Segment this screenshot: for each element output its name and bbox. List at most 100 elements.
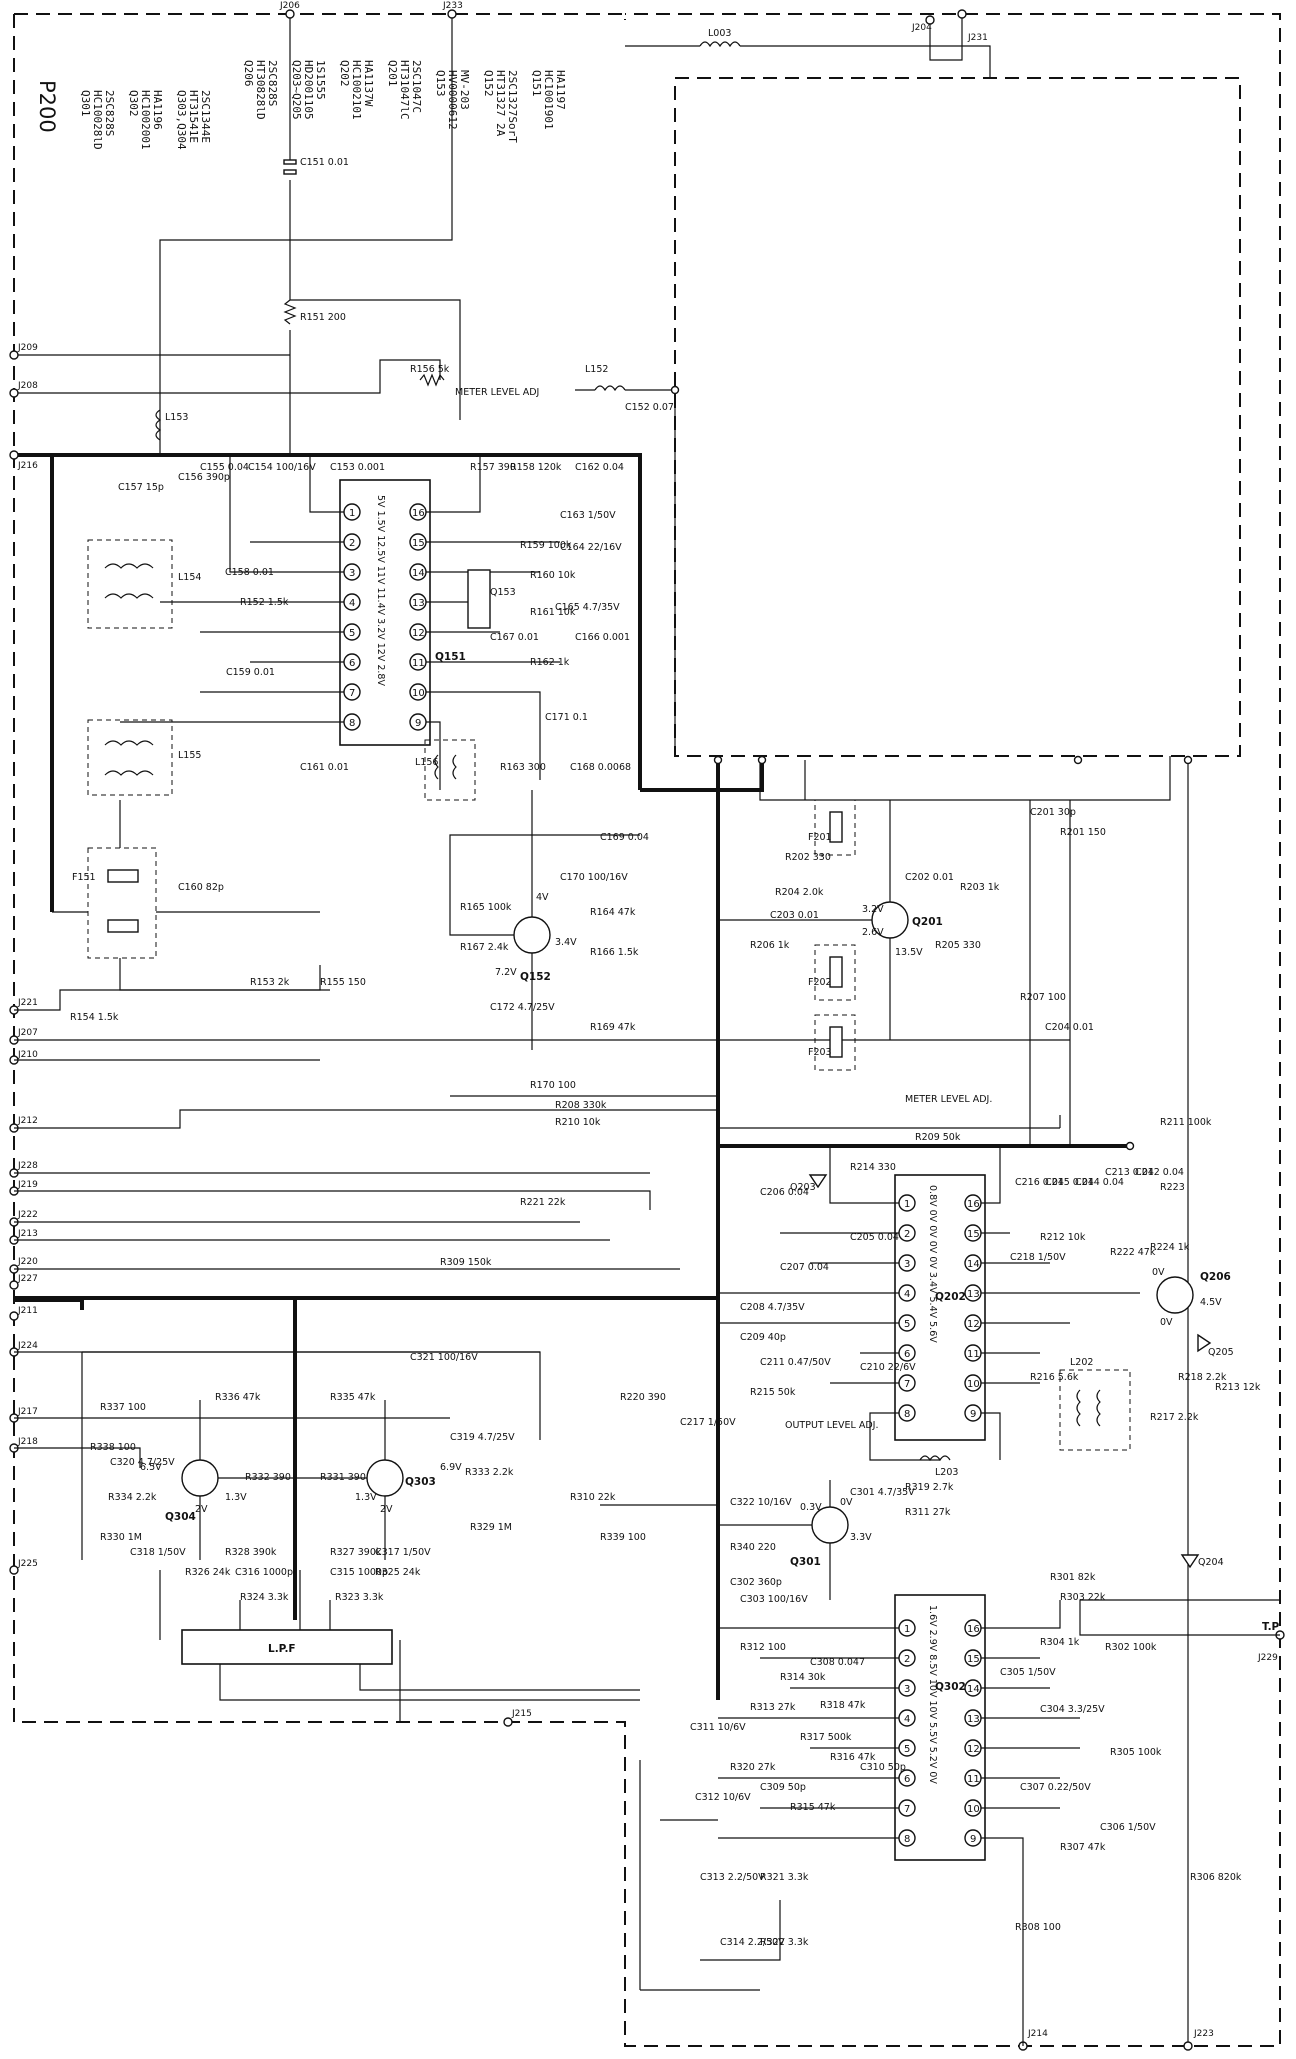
svg-text:C206 0.04: C206 0.04 bbox=[760, 1187, 809, 1198]
svg-text:Q303: Q303 bbox=[405, 1476, 436, 1488]
q302-pins-right: 16 15 14 13 12 11 10 9 bbox=[964, 1619, 982, 1847]
svg-text:4: 4 bbox=[349, 598, 355, 609]
svg-text:13: 13 bbox=[967, 1714, 980, 1725]
part-name: Q152 bbox=[482, 70, 495, 97]
svg-text:Q205: Q205 bbox=[1208, 1347, 1234, 1358]
inductor-l153 bbox=[155, 409, 162, 441]
part-name: Q302 bbox=[127, 90, 140, 117]
svg-text:R336 47k: R336 47k bbox=[215, 1392, 261, 1403]
svg-text:C160 82p: C160 82p bbox=[178, 882, 224, 893]
svg-text:R311 27k: R311 27k bbox=[905, 1507, 951, 1518]
svg-text:R166 1.5k: R166 1.5k bbox=[590, 947, 639, 958]
svg-text:J213: J213 bbox=[17, 1229, 38, 1239]
transistor-q152 bbox=[513, 916, 551, 954]
part-type: 2SC1327SorT bbox=[506, 70, 519, 143]
svg-text:R335 47k: R335 47k bbox=[330, 1392, 376, 1403]
svg-text:C201 30p: C201 30p bbox=[1030, 807, 1076, 818]
svg-text:J206: J206 bbox=[279, 1, 300, 11]
svg-text:Q203: Q203 bbox=[790, 1182, 816, 1193]
part-type: MV-203 bbox=[458, 70, 471, 110]
svg-text:J210: J210 bbox=[17, 1050, 38, 1060]
filter-f201 bbox=[814, 799, 856, 856]
svg-text:C320 4.7/25V: C320 4.7/25V bbox=[110, 1457, 175, 1468]
svg-text:15: 15 bbox=[967, 1654, 980, 1665]
svg-text:C203 0.01: C203 0.01 bbox=[770, 910, 819, 921]
svg-text:C322 10/16V: C322 10/16V bbox=[730, 1497, 792, 1508]
part-type: HA1137W bbox=[362, 60, 375, 107]
svg-text:13: 13 bbox=[967, 1289, 980, 1300]
ic-voltages: 0.8V 0V 0V 0V 0V 3.4V 5.4V 5.6V bbox=[927, 1185, 938, 1343]
svg-text:R331 390: R331 390 bbox=[320, 1472, 366, 1483]
svg-text:R167 2.4k: R167 2.4k bbox=[460, 942, 509, 953]
svg-text:R339 100: R339 100 bbox=[600, 1532, 646, 1543]
svg-text:R201 150: R201 150 bbox=[1060, 827, 1106, 838]
svg-text:C154 100/16V: C154 100/16V bbox=[248, 462, 316, 473]
filter-f202 bbox=[814, 944, 856, 1001]
svg-text:C161 0.01: C161 0.01 bbox=[300, 762, 349, 773]
inductor-l203 bbox=[919, 1455, 951, 1462]
svg-text:F203: F203 bbox=[808, 1047, 832, 1058]
svg-text:C305 1/50V: C305 1/50V bbox=[1000, 1667, 1056, 1678]
svg-text:J208: J208 bbox=[17, 381, 38, 391]
svg-text:C317 1/50V: C317 1/50V bbox=[375, 1547, 431, 1558]
svg-text:J204: J204 bbox=[911, 23, 932, 33]
svg-text:R324 3.3k: R324 3.3k bbox=[240, 1592, 289, 1603]
part-type: 2SC1344E bbox=[199, 90, 212, 143]
svg-text:10: 10 bbox=[967, 1804, 980, 1815]
resistor-r151 bbox=[283, 299, 297, 325]
svg-text:L154: L154 bbox=[178, 572, 201, 583]
svg-text:R338 100: R338 100 bbox=[90, 1442, 136, 1453]
svg-text:16: 16 bbox=[967, 1199, 980, 1210]
svg-text:L003: L003 bbox=[708, 28, 731, 39]
coil-l202 bbox=[1059, 1369, 1131, 1451]
svg-text:1.3V: 1.3V bbox=[355, 1492, 377, 1503]
svg-text:R217 2.2k: R217 2.2k bbox=[1150, 1412, 1199, 1423]
svg-text:R314 30k: R314 30k bbox=[780, 1672, 826, 1683]
svg-text:C170 100/16V: C170 100/16V bbox=[560, 872, 628, 883]
svg-text:C158 0.01: C158 0.01 bbox=[225, 567, 274, 578]
svg-text:R303 22k: R303 22k bbox=[1060, 1592, 1106, 1603]
svg-text:R221 22k: R221 22k bbox=[520, 1197, 566, 1208]
svg-text:R151 200: R151 200 bbox=[300, 312, 346, 323]
svg-text:R317 500k: R317 500k bbox=[800, 1732, 852, 1743]
ic-voltages: 5V 1.5V 12.5V 11V 11.4V 3.2V 12V 2.8V bbox=[375, 495, 386, 686]
inductor-l003 bbox=[699, 41, 741, 48]
svg-text:C159 0.01: C159 0.01 bbox=[226, 667, 275, 678]
svg-text:R207 100: R207 100 bbox=[1020, 992, 1066, 1003]
part-code: HC1002101 bbox=[350, 60, 363, 120]
svg-text:4: 4 bbox=[904, 1714, 910, 1725]
svg-text:R333 2.2k: R333 2.2k bbox=[465, 1467, 514, 1478]
node bbox=[713, 755, 723, 765]
svg-text:15: 15 bbox=[412, 538, 425, 549]
svg-text:C314 2.2/50V: C314 2.2/50V bbox=[720, 1937, 785, 1948]
svg-text:J225: J225 bbox=[17, 1559, 38, 1569]
q152-section: Q152 4V 3.4V 7.2V C169 0.04 C170 100/16V… bbox=[70, 790, 649, 1050]
svg-text:L.P.F: L.P.F bbox=[268, 1643, 296, 1655]
svg-text:C162 0.04: C162 0.04 bbox=[575, 462, 624, 473]
part-name: Q201 bbox=[386, 60, 399, 87]
svg-text:R156 5k: R156 5k bbox=[410, 364, 450, 375]
part-name: Q206 bbox=[242, 60, 255, 87]
junction-j206 bbox=[285, 9, 295, 19]
svg-text:R220 390: R220 390 bbox=[620, 1392, 666, 1403]
node bbox=[1183, 755, 1193, 765]
svg-text:METER LEVEL ADJ: METER LEVEL ADJ bbox=[455, 387, 539, 398]
svg-text:R223: R223 bbox=[1160, 1182, 1185, 1193]
svg-text:F151: F151 bbox=[72, 872, 96, 883]
svg-text:C155 0.04: C155 0.04 bbox=[200, 462, 249, 473]
part-code: HT31047lC bbox=[398, 60, 411, 120]
part-type: 1S1555 bbox=[314, 60, 327, 100]
svg-text:R304 1k: R304 1k bbox=[1040, 1637, 1080, 1648]
svg-text:C315 1000p: C315 1000p bbox=[330, 1567, 388, 1578]
svg-text:R153 2k: R153 2k bbox=[250, 977, 290, 988]
svg-text:J215: J215 bbox=[511, 1709, 532, 1719]
svg-text:12: 12 bbox=[967, 1319, 980, 1330]
svg-text:R216 5.6k: R216 5.6k bbox=[1030, 1372, 1079, 1383]
svg-text:L155: L155 bbox=[178, 750, 201, 761]
svg-text:7: 7 bbox=[904, 1804, 910, 1815]
top-wires bbox=[14, 14, 1189, 2046]
svg-text:C214 0.04: C214 0.04 bbox=[1075, 1177, 1124, 1188]
svg-text:L202: L202 bbox=[1070, 1357, 1093, 1368]
svg-text:4V: 4V bbox=[536, 892, 549, 903]
